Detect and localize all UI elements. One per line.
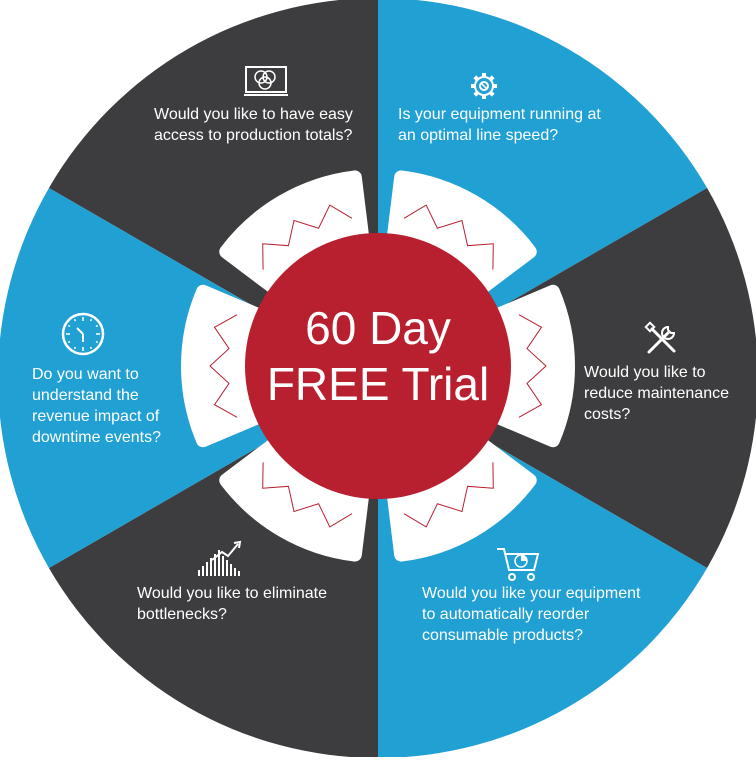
center-title-line-2: FREE Trial [266,358,490,410]
card-outline-3 [403,462,494,528]
monitor-venn-icon [244,66,288,96]
segment-text-maintenance: Would you like to reduce maintenance cos… [584,364,729,423]
center-title-line-1: 60 Day [305,302,451,354]
shopping-cart-chart-icon [497,548,540,581]
segment-text-downtime: Do you want to understand the revenue im… [32,366,161,446]
segment-text-bottlenecks: Would you like to eliminate bottlenecks? [137,585,328,623]
card-outline-4 [262,462,353,528]
card-outline-2 [518,314,547,418]
card-outline-5 [209,314,238,418]
wrench-screwdriver-icon [644,321,676,354]
gear-icon [471,73,497,99]
segment-text-reorder: Would you like your equipment to automat… [422,585,641,644]
clock-icon [61,312,105,356]
bar-chart-trend-icon [198,540,242,576]
center-circle [245,233,511,499]
segment-text-line-speed: Is your equipment running at an optimal … [398,106,601,144]
card-outline-1 [403,204,494,270]
center-title: 60 Day FREE Trial [240,300,516,412]
segment-text-production-totals: Would you like to have easy access to pr… [154,106,353,144]
card-outline-0 [262,204,353,270]
